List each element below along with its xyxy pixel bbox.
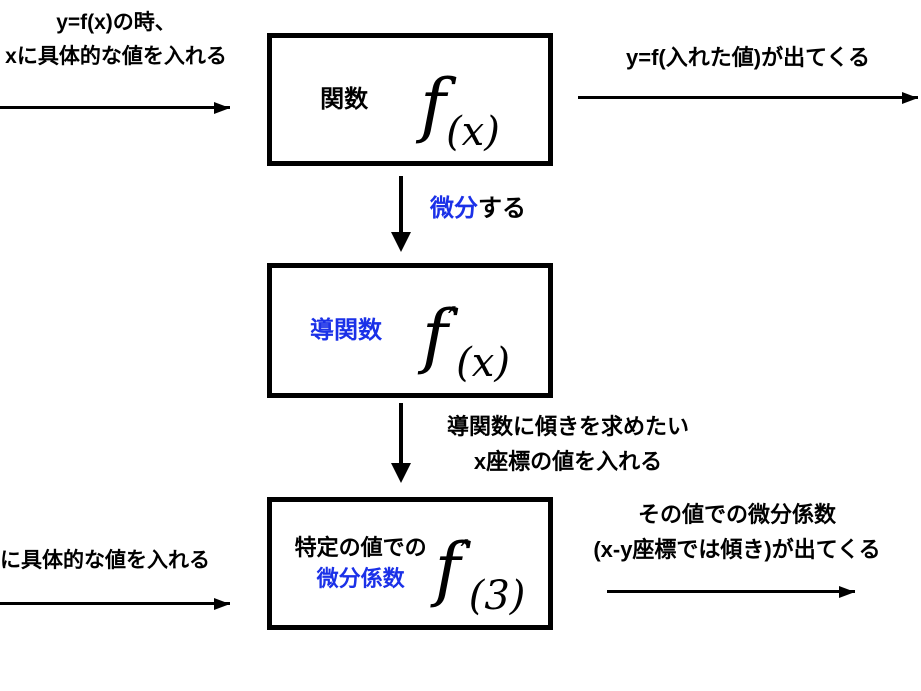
arrow-output-top <box>578 96 918 99</box>
coefficient-box: 特定の値での 微分係数 f′(3) <box>267 497 553 630</box>
derivative-box-title: 導関数 <box>310 316 383 344</box>
formula-prime: ′ <box>447 300 457 342</box>
label-input-value-bottom: に具体的な値を入れる <box>0 544 210 578</box>
label-output-bottom-line2: (x-y座標では傾き)が出てくる <box>593 537 881 563</box>
formula-f: f <box>422 294 448 377</box>
function-box-title: 関数 <box>320 85 369 113</box>
derivative-formula: f′(x) <box>422 300 510 383</box>
coefficient-box-title: 特定の値での 微分係数 <box>295 533 427 595</box>
label-output-bottom: その値での微分係数 (x-y座標では傾き)が出てくる <box>557 497 917 567</box>
formula-prime: ′ <box>460 533 469 575</box>
label-output-top: y=f(入れた値)が出てくる <box>582 40 914 75</box>
label-input-value-top: y=f(x)の時、 xに具体的な値を入れる <box>0 6 242 73</box>
arrow-output-bottom <box>607 590 855 593</box>
label-input-x-coordinate-line1: 導関数に傾きを求めたい <box>446 414 689 439</box>
label-differentiate: 微分する <box>430 197 526 221</box>
coefficient-box-title-line1: 特定の値での <box>294 534 427 560</box>
label-output-bottom-line1: その値での微分係数 <box>637 502 836 527</box>
arrow-input-top <box>0 106 230 109</box>
formula-subscript: (3) <box>468 572 526 619</box>
formula-f: f <box>434 527 461 610</box>
coefficient-formula: f′(3) <box>435 533 526 616</box>
arrow-input-x-coordinate <box>399 403 403 464</box>
coefficient-box-title-line2: 微分係数 <box>316 565 405 591</box>
function-box: 関数 f(x) <box>267 33 553 166</box>
label-input-value-bottom-line1: に具体的な値を入れる <box>0 549 210 572</box>
formula-subscript: (x) <box>446 108 500 155</box>
function-formula: f(x) <box>420 70 500 152</box>
label-input-x-coordinate-line2: x座標の値を入れる <box>473 449 663 475</box>
derivative-box: 導関数 f′(x) <box>267 263 553 398</box>
arrow-input-bottom <box>0 602 230 605</box>
formula-subscript: (x) <box>456 339 510 386</box>
label-differentiate-rest: する <box>478 195 526 222</box>
label-differentiate-highlight: 微分 <box>430 195 478 222</box>
arrow-differentiate <box>399 176 403 233</box>
label-output-top-line1: y=f(入れた値)が出てくる <box>626 45 870 70</box>
label-input-value-top-line1: y=f(x)の時、 <box>56 11 176 34</box>
label-input-x-coordinate: 導関数に傾きを求めたい x座標の値を入れる <box>420 409 716 479</box>
formula-f: f <box>420 63 447 146</box>
label-input-value-top-line2: xに具体的な値を入れる <box>5 44 227 68</box>
